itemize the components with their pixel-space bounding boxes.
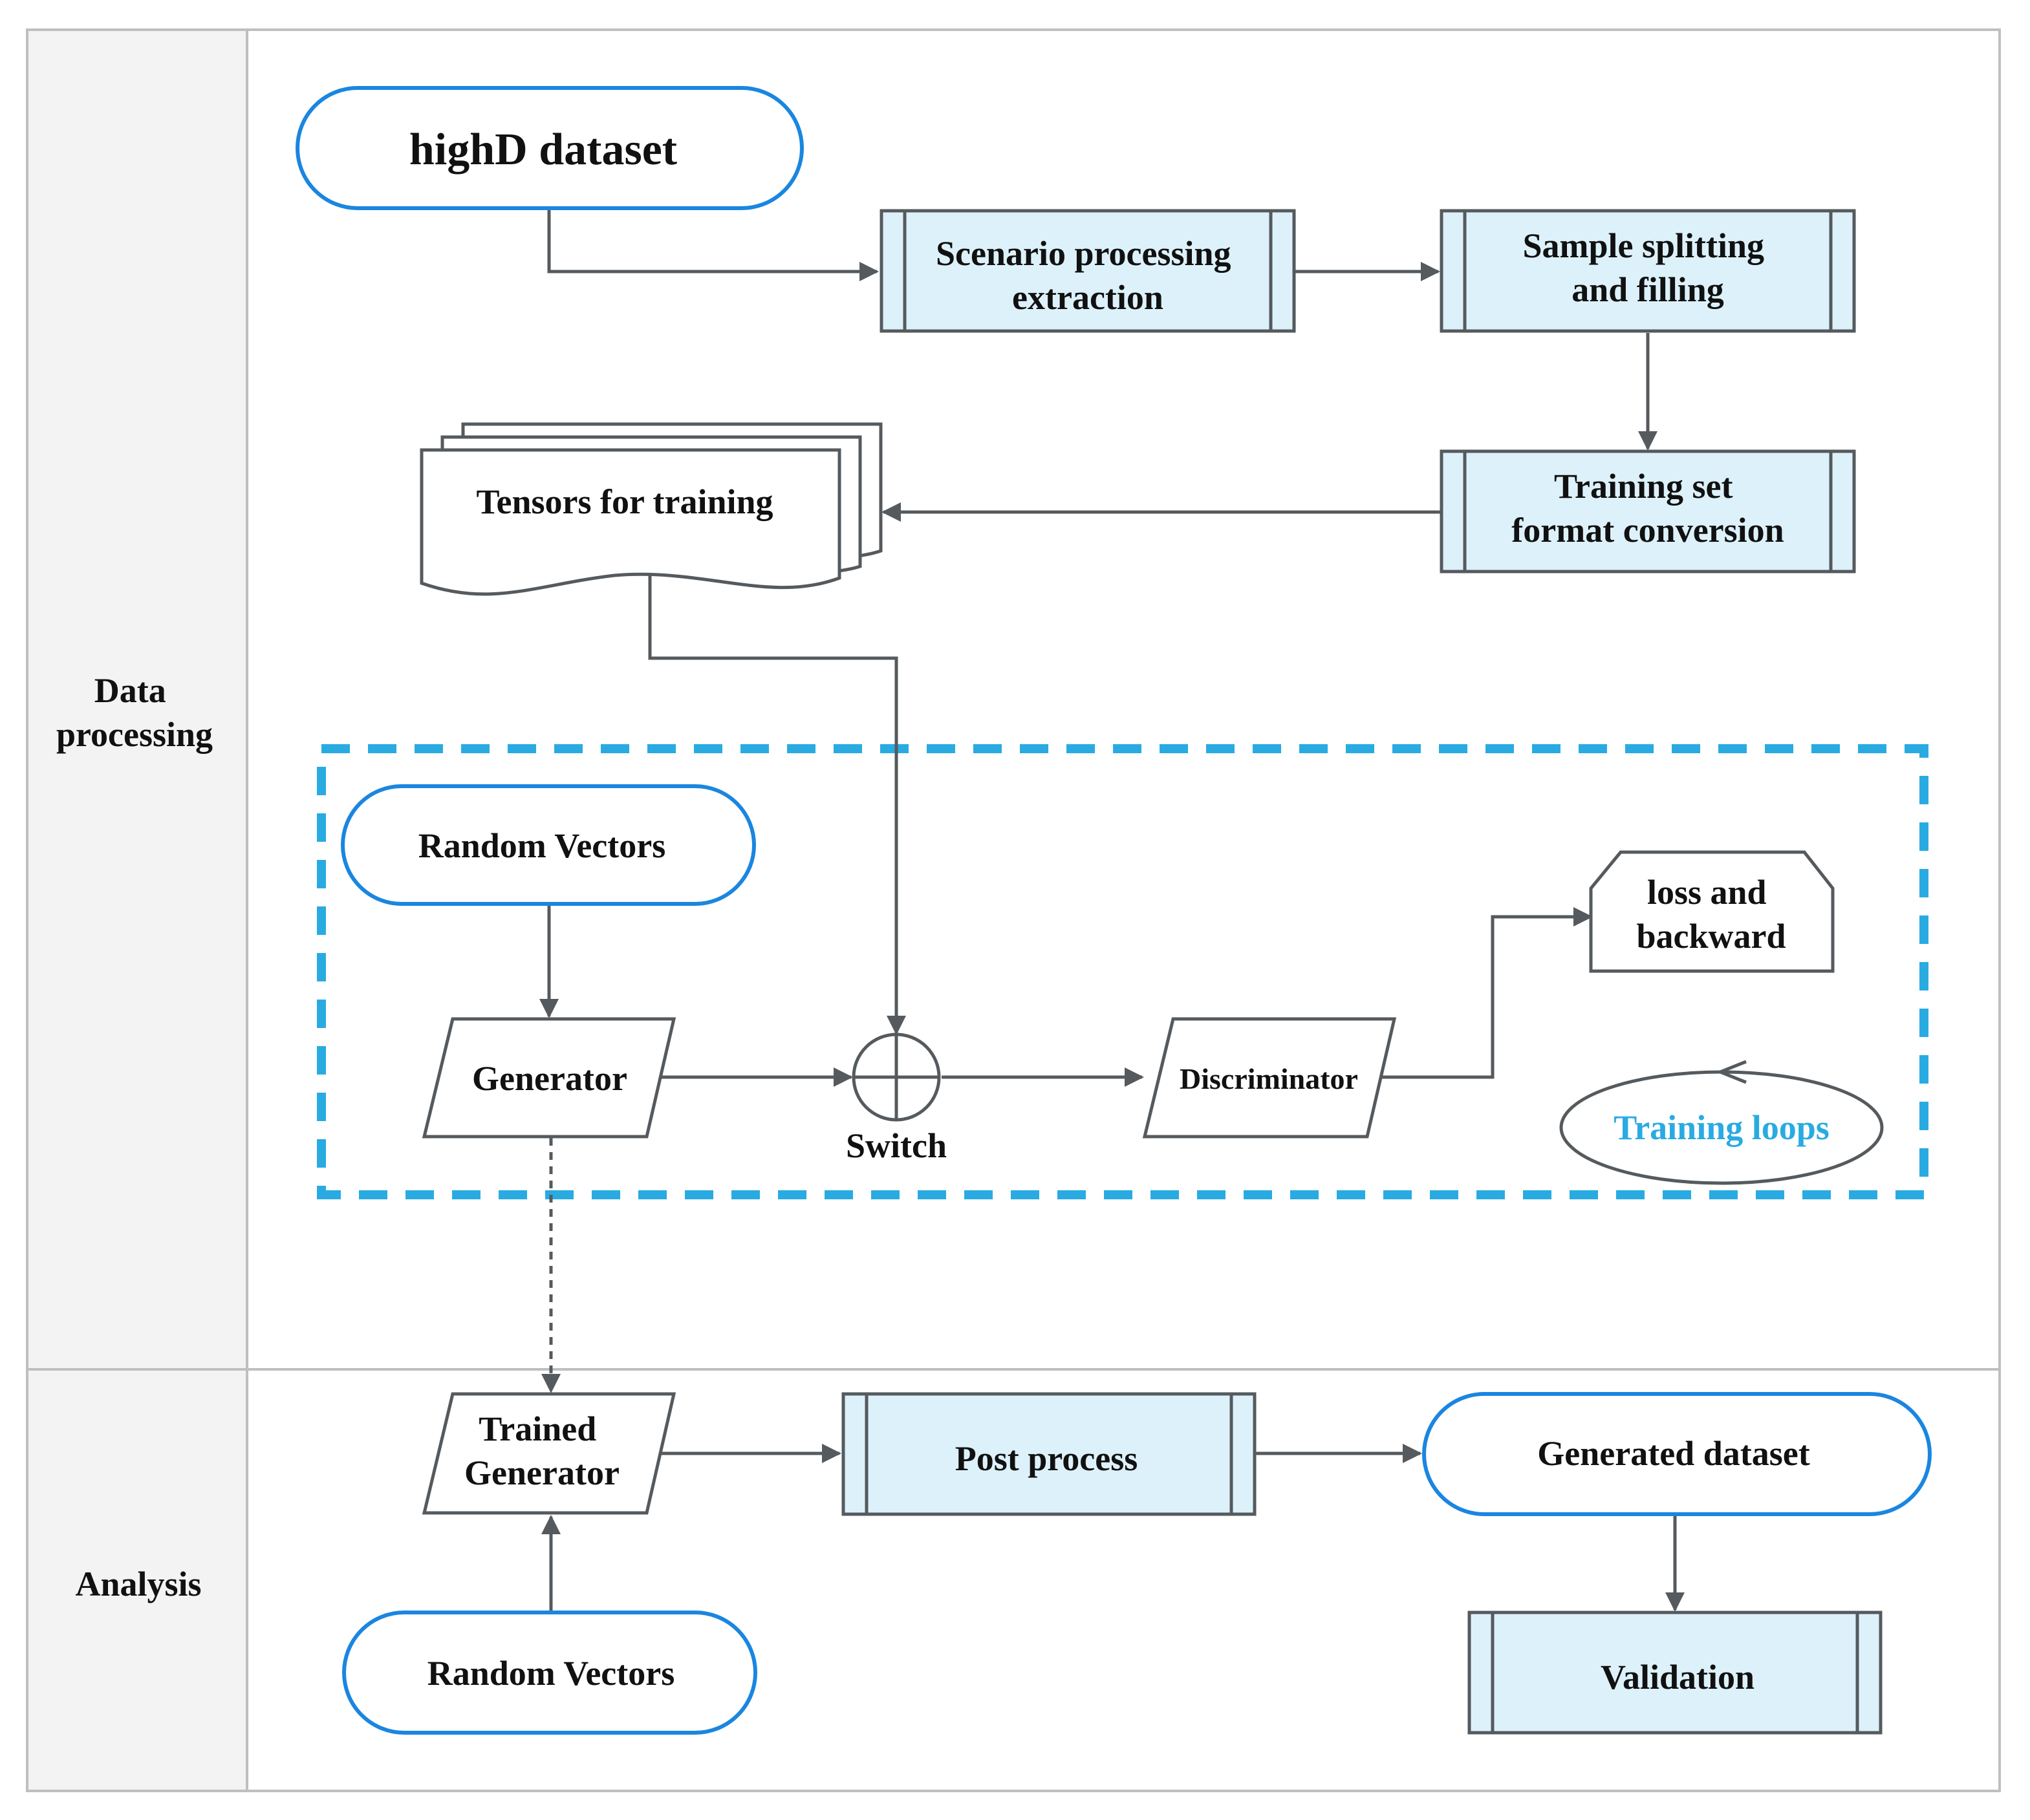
label-line: Trained xyxy=(479,1409,596,1448)
label-line: Scenario processing xyxy=(936,234,1231,273)
highd-dataset-label: highD dataset xyxy=(409,125,677,175)
label-line: Training set xyxy=(1554,467,1733,506)
lane-label-data-processing: Data processing xyxy=(56,671,213,754)
validation-node: Validation xyxy=(1467,1611,1883,1735)
post-process-label: Post process xyxy=(955,1439,1138,1478)
loss-backward-node: loss and backward xyxy=(1589,850,1835,973)
generated-dataset-label: Generated dataset xyxy=(1537,1434,1809,1473)
lane-label-line: processing xyxy=(56,715,213,754)
random-vectors-bottom-label: Random Vectors xyxy=(427,1654,675,1693)
lane-label-analysis: Analysis xyxy=(75,1565,201,1603)
training-loops-node: Training loops xyxy=(1559,1060,1884,1185)
highd-dataset-node: highD dataset xyxy=(296,86,804,210)
discriminator-label: Discriminator xyxy=(1180,1062,1358,1095)
sample-splitting-node: Sample splitting and filling xyxy=(1440,209,1856,333)
training-set-conversion-label: Training set format conversion xyxy=(1511,467,1784,550)
edge-highd-to-scenario xyxy=(547,208,879,281)
tensors-for-training-label: Tensors for training xyxy=(476,482,773,521)
lane-label-line: Data xyxy=(94,671,166,710)
validation-label: Validation xyxy=(1601,1658,1755,1697)
scenario-processing-label: Scenario processing extraction xyxy=(936,234,1240,317)
generated-dataset-node: Generated dataset xyxy=(1422,1392,1932,1516)
label-line: Sample splitting xyxy=(1522,226,1764,265)
label-line: format conversion xyxy=(1511,511,1784,550)
switch-label: Switch xyxy=(846,1126,947,1165)
training-set-conversion-node: Training set format conversion xyxy=(1440,449,1856,573)
scenario-processing-node: Scenario processing extraction xyxy=(880,209,1296,333)
random-vectors-top-label: Random Vectors xyxy=(418,826,666,865)
trained-generator-node: Trained Generator xyxy=(422,1392,676,1515)
generator-node: Generator xyxy=(422,1017,676,1139)
training-loops-label: Training loops xyxy=(1614,1108,1830,1147)
edge-discriminator-to-loss xyxy=(1370,907,1593,1079)
tensors-for-training-node: Tensors for training xyxy=(420,422,883,596)
random-vectors-top-node: Random Vectors xyxy=(341,784,756,906)
sample-splitting-label: Sample splitting and filling xyxy=(1522,226,1773,309)
lane-header-column xyxy=(26,28,248,1792)
generator-label: Generator xyxy=(472,1059,627,1098)
edge-tensors-to-switch xyxy=(648,575,906,1035)
label-line: backward xyxy=(1636,917,1786,956)
loss-backward-label: loss and backward xyxy=(1636,873,1786,956)
discriminator-node: Discriminator xyxy=(1142,1017,1397,1139)
label-line: loss and xyxy=(1647,873,1767,912)
post-process-node: Post process xyxy=(841,1392,1257,1516)
loop-arrow-icon xyxy=(1716,1060,1747,1084)
trained-generator-label: Trained Generator xyxy=(464,1409,620,1492)
label-line: Generator xyxy=(464,1453,620,1492)
label-line: extraction xyxy=(1012,278,1163,317)
random-vectors-bottom-node: Random Vectors xyxy=(342,1611,757,1735)
training-loop-container xyxy=(317,744,1928,1199)
connectors xyxy=(539,208,1685,1612)
label-line: and filling xyxy=(1571,270,1724,309)
switch-node: Switch xyxy=(846,1033,947,1165)
